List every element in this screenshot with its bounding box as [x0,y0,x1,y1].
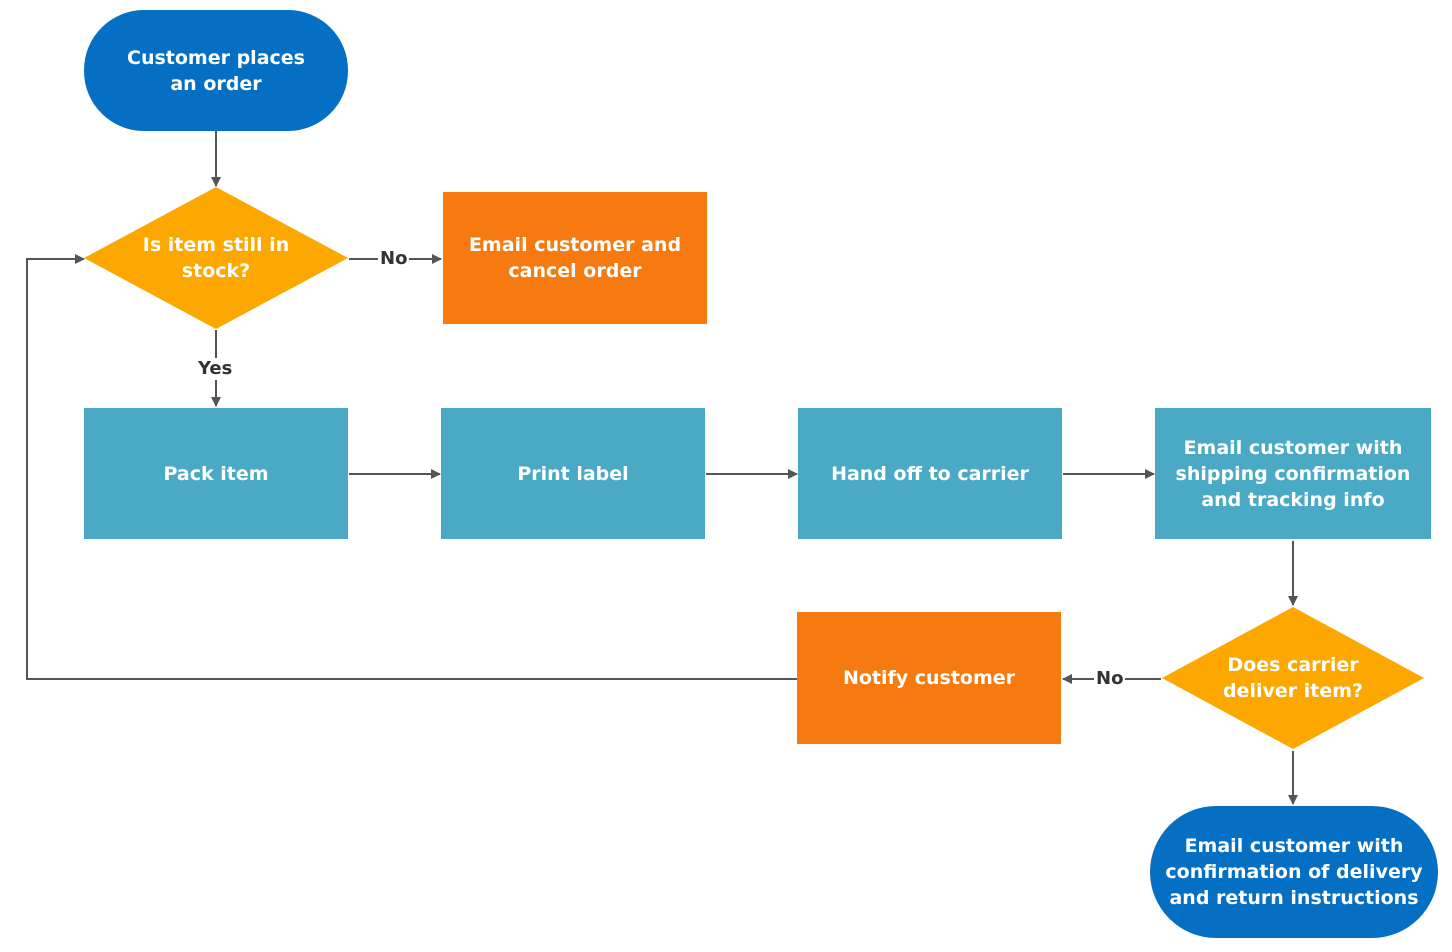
stock-check-label-line-2: stock? [181,260,251,282]
edge-label-stock-no: No [378,248,410,270]
cancel-label-line-2: cancel order [508,260,642,282]
start-node: Customer places an order [84,10,348,131]
stock-check-label-line-1: Is item still in [142,234,290,256]
end-label-line-2: confirmation of delivery [1165,861,1423,883]
ship-email-label-line-1: Email customer with [1183,436,1403,459]
pack-item-node: Pack item [84,408,348,539]
shipping-email-node: Email customer with shipping confirmatio… [1155,408,1431,539]
start-label-line-1: Customer places [127,46,305,69]
notify-label: Notify customer [842,667,1016,689]
edge-label-stock-yes: Yes [196,358,235,380]
edge-notify-loop-to-stock [26,254,797,680]
deliver-check-diamond [1162,607,1424,749]
deliver-check-label-line-2: deliver item? [1222,680,1364,702]
print-label-node: Print label [441,408,705,539]
cancel-order-node: Email customer and cancel order [443,192,707,324]
cancel-label-line-1: Email customer and [468,234,682,256]
end-label-line-1: Email customer with [1184,835,1404,857]
print-label: Print label [517,462,629,485]
end-label-line-3: and return instructions [1169,887,1419,909]
end-node: Email customer with confirmation of deli… [1150,806,1438,938]
handoff-label: Hand off to carrier [831,462,1029,485]
handoff-node: Hand off to carrier [798,408,1062,539]
edge-label-deliver-no: No [1094,668,1126,690]
notify-customer-node: Notify customer [797,612,1061,744]
deliver-check-label-line-1: Does carrier [1227,654,1359,676]
pack-label: Pack item [163,462,269,485]
ship-email-label-line-3: and tracking info [1201,488,1385,511]
stock-check-diamond [84,187,348,329]
start-label-line-2: an order [170,72,262,95]
deliver-check-decision: Does carrier deliver item? [1162,607,1424,749]
stock-check-decision: Is item still in stock? [84,187,348,329]
ship-email-label-line-2: shipping confirmation [1175,462,1411,485]
